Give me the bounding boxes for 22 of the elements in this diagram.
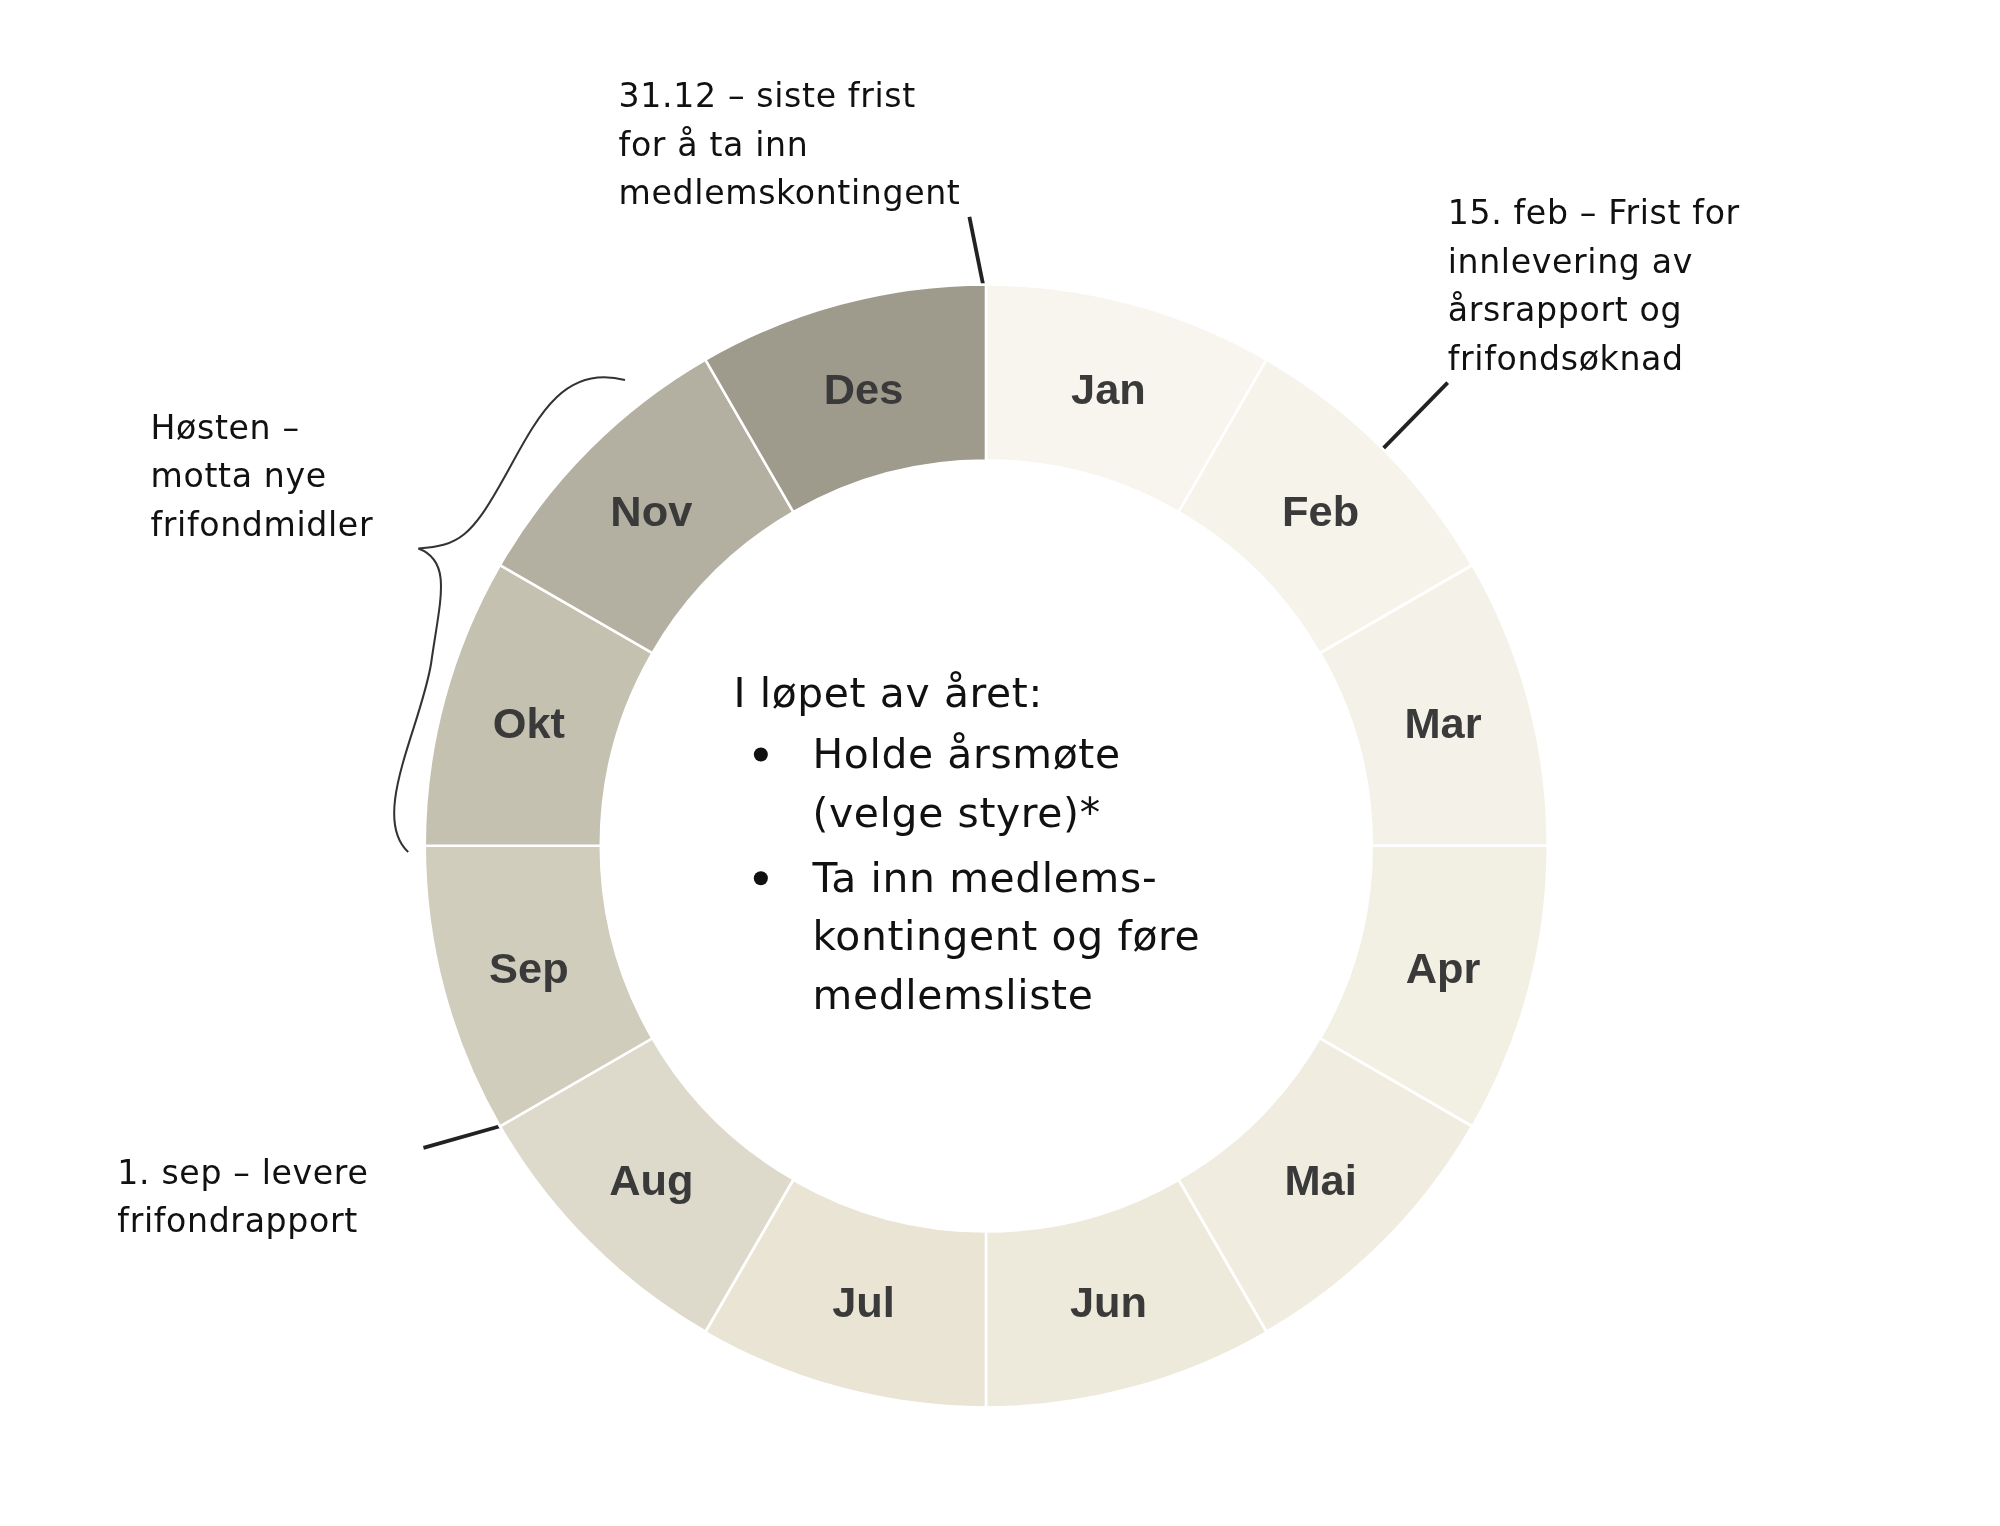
month-label: Apr [1405, 943, 1481, 993]
leader-line [422, 1124, 501, 1150]
month-label: Mai [1284, 1155, 1357, 1206]
deadline-note: 31.12 – siste frist for å ta inn medlemskontingent [618, 71, 970, 217]
month-label: Sep [489, 943, 569, 993]
deadline-note: 1. sep – levere frifondrapport [117, 1147, 424, 1245]
month-label: Jun [1069, 1277, 1147, 1328]
list-item: Ta inn medlems- kontingent og føre medlemsliste [812, 852, 1202, 1022]
month-label: Des [823, 363, 904, 414]
list-item: Holde årsmøte (velge styre)* [812, 728, 1122, 839]
season-note: Høsten – motta nye frifondmidler [150, 407, 375, 546]
month-label: Okt [492, 698, 566, 749]
leader-line [1381, 381, 1450, 451]
month-label: Feb [1282, 486, 1360, 536]
heading-text: I løpet av året: [733, 667, 1043, 719]
month-label: Aug [609, 1155, 694, 1206]
deadline-note: 15. feb – Frist for innlevering av årsrapport og frifondsøknad [1447, 188, 1761, 383]
month-label: Jul [832, 1277, 895, 1328]
month-label: Nov [610, 486, 693, 536]
month-label: Mar [1404, 698, 1482, 749]
month-label: Jan [1071, 363, 1146, 414]
leader-line [967, 216, 985, 285]
